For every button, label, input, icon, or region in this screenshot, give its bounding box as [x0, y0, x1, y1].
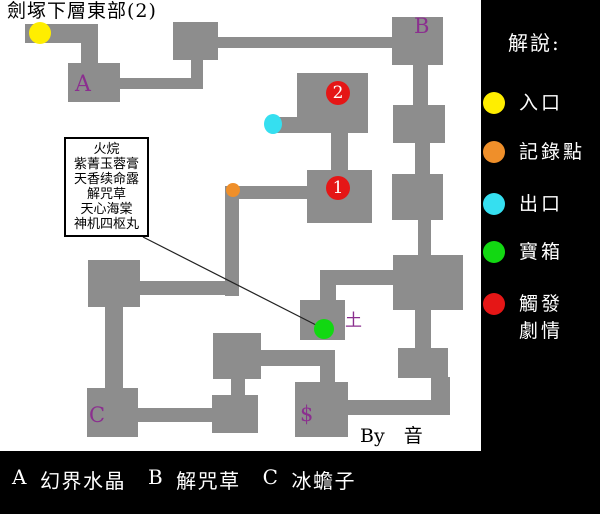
map-wall [392, 174, 443, 220]
map-wall [331, 133, 348, 170]
map-wall [68, 63, 120, 102]
map-wall [415, 310, 431, 348]
room-label-earth: 土 [345, 311, 362, 331]
map-wall [213, 333, 261, 379]
map-wall [415, 143, 430, 174]
exit-marker [264, 114, 282, 134]
map-wall [277, 117, 297, 133]
note-line: 火烷 [93, 142, 120, 157]
map-wall [348, 400, 450, 415]
entrance-marker [29, 22, 51, 44]
map-wall [320, 270, 393, 285]
room-label-c: C [89, 403, 106, 427]
footer-caption: A 幻界水晶 B 解咒草 C 冰蟾子 [12, 465, 356, 494]
save-point-legend-label: 記錄點 [519, 141, 586, 163]
map-title: 劍塚下層東部(2) [7, 0, 157, 22]
map-wall [120, 78, 203, 89]
credit: By 音 [360, 425, 423, 447]
note-box: 火烷紫菁玉蓉膏天香续命露解咒草天心海棠神机四枢丸 [64, 137, 149, 237]
treasure-legend-label: 寶箱 [519, 241, 564, 263]
map-area: 劍塚下層東部(2) 火烷紫菁玉蓉膏天香续命露解咒草天心海棠神机四枢丸 A B C $ 土… [0, 0, 481, 451]
footer-item-c: C 冰蟾子 [263, 465, 356, 494]
exit-legend-dot [483, 193, 505, 215]
note-line: 天心海棠 [80, 202, 133, 217]
legend-item-entrance: 入口 [483, 90, 563, 117]
treasure-marker [314, 319, 334, 339]
map-wall [105, 307, 123, 388]
footer-item-a: A 幻界水晶 [12, 465, 126, 494]
legend-heading: 解說: [508, 31, 561, 55]
map-wall [398, 348, 448, 378]
map-wall [261, 350, 335, 366]
map-wall [88, 260, 140, 307]
map-wall [225, 186, 239, 296]
map-wall [81, 43, 98, 64]
map-wall [320, 285, 336, 300]
legend-item-event: 觸發 劇情 [483, 291, 563, 345]
map-wall [392, 17, 443, 65]
legend-item-exit: 出口 [483, 191, 563, 218]
map-wall [173, 22, 218, 60]
map-wall [413, 65, 428, 105]
map-wall [138, 408, 213, 422]
event-legend-dot [483, 293, 505, 315]
map-wall [140, 281, 235, 295]
entrance-legend-label: 入口 [519, 92, 564, 114]
save-point-marker [226, 183, 240, 197]
event-marker-1: 1 [326, 176, 350, 200]
save-point-legend-dot [483, 141, 505, 163]
map-wall [212, 395, 258, 433]
footer-key: C [262, 465, 280, 489]
legend-item-treasure: 寶箱 [483, 239, 563, 266]
treasure-legend-dot [483, 241, 505, 263]
map-wall [295, 382, 348, 437]
exit-legend-label: 出口 [519, 193, 564, 215]
room-label-b: B [414, 14, 430, 38]
footer-item-b: B 解咒草 [148, 465, 241, 494]
note-line: 神机四枢丸 [73, 217, 139, 232]
footer-value: 冰蟾子 [291, 469, 356, 493]
note-line: 紫菁玉蓉膏 [73, 157, 139, 172]
map-wall [229, 186, 307, 199]
map-wall [320, 366, 335, 383]
entrance-legend-dot [483, 92, 505, 114]
map-wall [393, 105, 445, 143]
map-wall [218, 37, 392, 48]
room-label-a: A [75, 72, 91, 97]
map-wall [87, 388, 138, 437]
event-marker-2: 2 [326, 81, 350, 105]
footer-key: B [147, 465, 165, 489]
footer-value: 幻界水晶 [39, 469, 126, 493]
note-line: 天香续命露 [73, 172, 139, 187]
footer-value: 解咒草 [176, 469, 241, 493]
room-label-dollar: $ [300, 402, 314, 426]
footer-key: A [12, 465, 28, 489]
map-wall [231, 379, 245, 395]
note-line: 解咒草 [86, 187, 126, 202]
map-wall [191, 60, 203, 79]
map-wall [393, 255, 463, 310]
map-wall [418, 220, 431, 255]
legend-item-save-point: 記錄點 [483, 139, 585, 166]
event-legend-label: 觸發 劇情 [519, 293, 564, 342]
